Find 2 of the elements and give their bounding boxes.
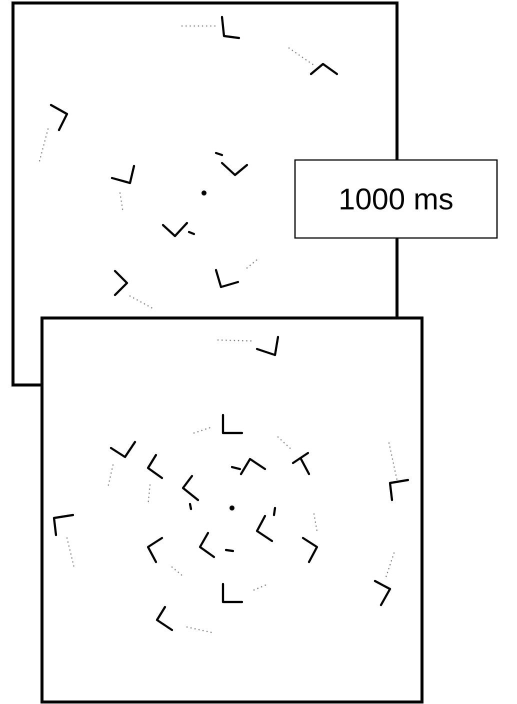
display-frame [40,316,424,704]
label-box: 1000 ms [294,159,498,239]
